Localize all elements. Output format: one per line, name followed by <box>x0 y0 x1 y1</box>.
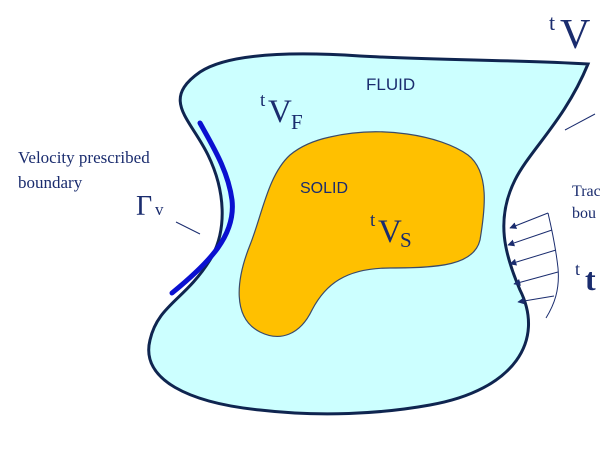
traction-arrow <box>509 249 557 266</box>
traction-arrow <box>513 271 559 286</box>
traction-arrow <box>509 212 549 229</box>
traction-symbol: t t <box>575 259 596 297</box>
traction-label-line2: bou <box>572 205 596 222</box>
solid-volume-subscript: S <box>400 228 412 252</box>
traction-envelope <box>545 212 559 319</box>
total-volume-letter: V <box>560 12 590 58</box>
traction-arrows <box>507 212 559 319</box>
traction-label-line1: Trac <box>572 183 600 200</box>
traction-arrow <box>517 295 555 305</box>
traction-letter: t <box>585 261 596 297</box>
total-volume-symbol: t V <box>549 10 590 58</box>
gamma-v-leader <box>175 221 201 235</box>
gamma-v-symbol: Γ v <box>136 191 164 222</box>
fluid-label: FLUID <box>366 75 415 94</box>
total-volume-superscript: t <box>549 10 555 35</box>
traction-superscript: t <box>575 259 580 279</box>
solid-volume-symbol: t V S <box>370 210 412 252</box>
velocity-prescribed-label-line2: boundary <box>18 173 83 192</box>
solid-volume-letter: V <box>378 214 402 250</box>
traction-arrow <box>507 229 553 247</box>
solid-label: SOLID <box>300 180 348 197</box>
velocity-boundary-line <box>169 120 235 296</box>
fluid-volume-subscript: F <box>291 110 303 134</box>
fluid-volume-superscript: t <box>260 90 266 111</box>
fluid-volume-letter: V <box>268 94 292 130</box>
gamma-subscript: v <box>155 200 164 219</box>
fluid-volume-symbol: t V F <box>260 90 303 134</box>
velocity-prescribed-label-line1: Velocity prescribed <box>18 148 150 167</box>
gamma-symbol: Γ <box>136 191 152 222</box>
solid-volume-superscript: t <box>370 210 376 231</box>
total-volume-leader <box>564 113 596 131</box>
solid-domain <box>238 131 485 337</box>
